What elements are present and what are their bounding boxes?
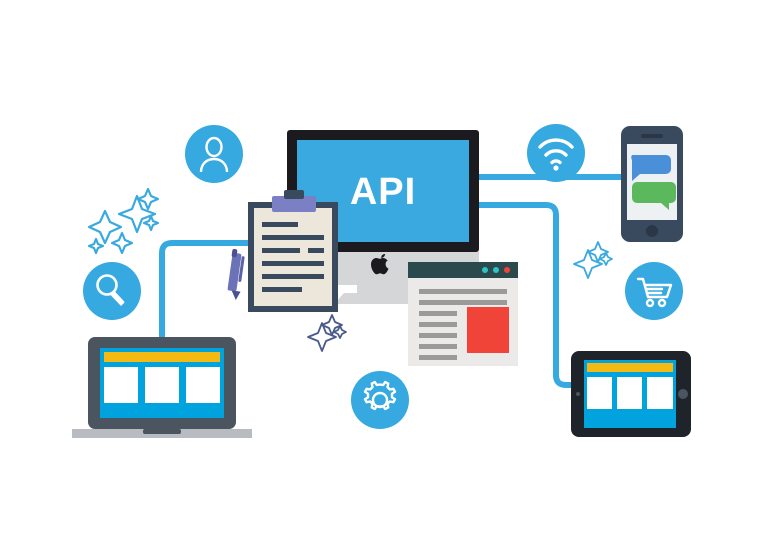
gear-icon <box>363 380 397 411</box>
search-icon-badge[interactable] <box>83 262 141 320</box>
browser-dot-3[interactable] <box>504 267 510 273</box>
clipboard-document[interactable] <box>248 190 338 312</box>
laptop-screen-topbar <box>104 352 220 362</box>
browser-dot-2[interactable] <box>493 267 499 273</box>
badge-circle <box>351 371 409 429</box>
connector-clipboard-to-laptop <box>159 240 262 340</box>
api-screen-label: API <box>350 171 416 213</box>
sparkle-icon <box>599 252 613 266</box>
sparkle-icon <box>587 241 609 263</box>
laptop-screen-column <box>186 367 220 403</box>
tablet-screen-column <box>647 377 673 409</box>
shopping-cart-icon <box>636 277 673 308</box>
chat-bubble-incoming <box>631 155 671 181</box>
sparkle-icon <box>321 314 343 336</box>
tablet-screen-topbar <box>587 363 673 372</box>
sparkle-icon <box>142 214 160 232</box>
pen-icon <box>227 249 245 301</box>
sparkle-cluster-center <box>307 314 347 352</box>
badge-circle <box>185 125 243 183</box>
sparkle-icon <box>333 325 347 339</box>
laptop-device[interactable] <box>72 337 252 438</box>
tablet-camera-icon <box>576 392 580 396</box>
user-icon <box>199 136 229 173</box>
browser-dot-1[interactable] <box>482 267 488 273</box>
sparkle-icon <box>110 231 134 255</box>
tablet-screen-column <box>587 377 612 409</box>
tablet-screen-column <box>617 377 642 409</box>
sparkle-cluster-right <box>573 241 613 279</box>
laptop-screen-footer <box>104 408 220 415</box>
sparkle-icon <box>87 209 123 245</box>
browser-image-block <box>467 307 509 353</box>
browser-text-lines <box>419 289 507 360</box>
badge-circle <box>625 262 683 320</box>
laptop-trackpad-notch <box>143 429 181 434</box>
badge-circle <box>527 124 585 182</box>
phone-speaker <box>641 134 663 138</box>
laptop-screen-column <box>104 367 138 403</box>
tablet-screen-footer <box>587 414 673 421</box>
sparkle-icon <box>87 237 105 255</box>
user-icon-badge[interactable] <box>185 125 243 183</box>
chat-bubble-outgoing <box>632 182 676 210</box>
clipboard-clip-plate <box>272 196 316 212</box>
tablet-home-button[interactable] <box>678 389 688 399</box>
laptop-screen-column <box>145 367 179 403</box>
wifi-icon <box>538 138 574 165</box>
wifi-dot <box>553 165 559 171</box>
browser-window[interactable] <box>408 262 518 366</box>
sparkle-icon <box>136 187 160 211</box>
badge-circle <box>83 262 141 320</box>
clipboard-text-lines <box>262 222 324 292</box>
smartphone-device[interactable] <box>621 126 683 242</box>
apple-logo-icon <box>370 253 389 275</box>
clipboard-clip-top <box>284 190 304 199</box>
settings-icon-badge[interactable] <box>351 371 409 429</box>
monitor-stand-base <box>334 293 432 304</box>
wifi-icon-badge[interactable] <box>527 124 585 182</box>
tablet-device[interactable] <box>571 351 691 437</box>
cart-icon-badge[interactable] <box>625 262 683 320</box>
phone-home-button[interactable] <box>646 225 658 237</box>
sparkle-cluster-left <box>87 187 160 255</box>
connector-monitor-to-tablet <box>466 202 588 388</box>
browser-titlebar <box>408 262 518 278</box>
magnifier-handle <box>110 291 125 306</box>
